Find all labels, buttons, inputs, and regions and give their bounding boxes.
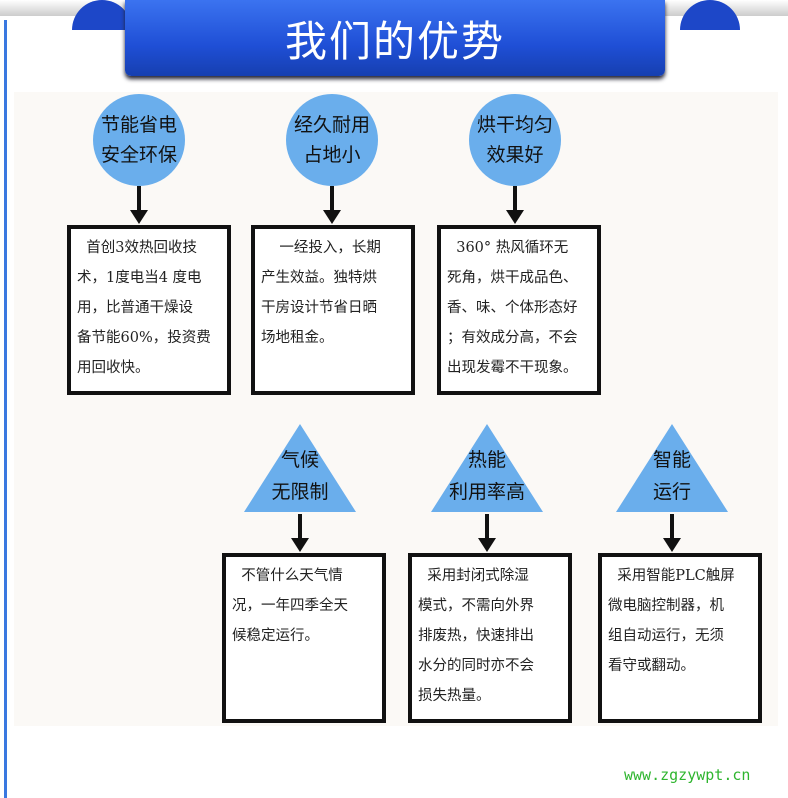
feature-circle: 节能省电安全环保	[93, 94, 185, 186]
text-line: 不管什么天气情	[232, 568, 343, 584]
text-line: 360° 热风循环无	[447, 240, 569, 256]
down-arrow-icon	[662, 514, 682, 554]
down-arrow-icon	[477, 514, 497, 554]
feature-triangle: 气候无限制	[244, 424, 356, 512]
text-line: 干房设计节省日晒	[261, 300, 377, 316]
text-line: 智能	[652, 449, 691, 471]
feature-label: 智能运行	[616, 444, 728, 508]
feature-circle: 烘干均匀效果好	[469, 94, 561, 186]
feature-label: 效果好	[486, 144, 544, 166]
text-line: 况，一年四季全天	[232, 598, 348, 614]
text-line: 看守或翻动。	[608, 658, 695, 674]
feature-description-box: 采用智能PLC触屏微电脑控制器，机组自动运行，无须看守或翻动。	[598, 553, 762, 723]
text-line: 备节能60%，投资费	[77, 330, 211, 346]
text-line: 气候	[280, 449, 319, 471]
feature-label: 烘干均匀	[476, 114, 553, 136]
title-banner: 我们的优势	[125, 0, 665, 76]
left-border	[4, 20, 7, 798]
feature-description-box: 360° 热风循环无死角，烘干成品色、香、味、个体形态好 ；有效成分高，不会出现发…	[437, 225, 601, 395]
feature-label: 经久耐用	[293, 114, 370, 136]
text-line: 利用率高	[448, 481, 525, 503]
down-arrow-icon	[129, 186, 149, 226]
feature-circle: 经久耐用占地小	[286, 94, 378, 186]
feature-label: 节能省电	[100, 114, 177, 136]
text-line: 场地租金。	[261, 330, 334, 346]
feature-description-box: 首创3效热回收技术，1度电当4 度电用，比普通干燥设备节能60%，投资费用回收快…	[67, 225, 231, 395]
text-line: 水分的同时亦不会	[418, 658, 534, 674]
text-line: 一经投入，长期	[261, 240, 381, 256]
feature-description-box: 不管什么天气情况，一年四季全天候稳定运行。	[222, 553, 386, 723]
down-arrow-icon	[290, 514, 310, 554]
text-line: 产生效益。独特烘	[261, 270, 377, 286]
feature-label: 热能利用率高	[431, 444, 543, 508]
text-line: 用回收快。	[77, 360, 150, 376]
feature-label: 安全环保	[100, 144, 177, 166]
text-line: 首创3效热回收技	[77, 240, 197, 256]
text-line: 损失热量。	[418, 688, 491, 704]
text-line: 组自动运行，无须	[608, 628, 724, 644]
text-line: 模式，不需向外界	[418, 598, 534, 614]
feature-label: 占地小	[303, 144, 361, 166]
text-line: 候稳定运行。	[232, 628, 319, 644]
text-line: 用，比普通干燥设	[77, 300, 193, 316]
feature-label: 气候无限制	[244, 444, 356, 508]
down-arrow-icon	[505, 186, 525, 226]
feature-description-box: 一经投入，长期产生效益。独特烘干房设计节省日晒场地租金。	[251, 225, 415, 395]
feature-description-box: 采用封闭式除湿模式，不需向外界排废热，快速排出水分的同时亦不会损失热量。	[408, 553, 572, 723]
watermark: www.zgzywpt.cn	[624, 766, 751, 784]
page-title: 我们的优势	[284, 16, 505, 66]
feature-triangle: 热能利用率高	[431, 424, 543, 512]
text-line: 采用智能PLC触屏	[608, 568, 735, 584]
text-line: 微电脑控制器，机	[608, 598, 724, 614]
text-line: 热能	[467, 449, 506, 471]
text-line: 死角，烘干成品色、	[447, 270, 578, 286]
text-line: 采用封闭式除湿	[418, 568, 529, 584]
feature-triangle: 智能运行	[616, 424, 728, 512]
text-line: 香、味、个体形态好	[447, 300, 578, 316]
down-arrow-icon	[322, 186, 342, 226]
text-line: 排废热，快速排出	[418, 628, 534, 644]
text-line: 术，1度电当4 度电	[77, 270, 202, 286]
text-line: 无限制	[271, 481, 329, 503]
text-line: ；有效成分高，不会	[447, 330, 578, 346]
text-line: 出现发霉不干现象。	[447, 360, 578, 376]
text-line: 运行	[652, 481, 691, 503]
